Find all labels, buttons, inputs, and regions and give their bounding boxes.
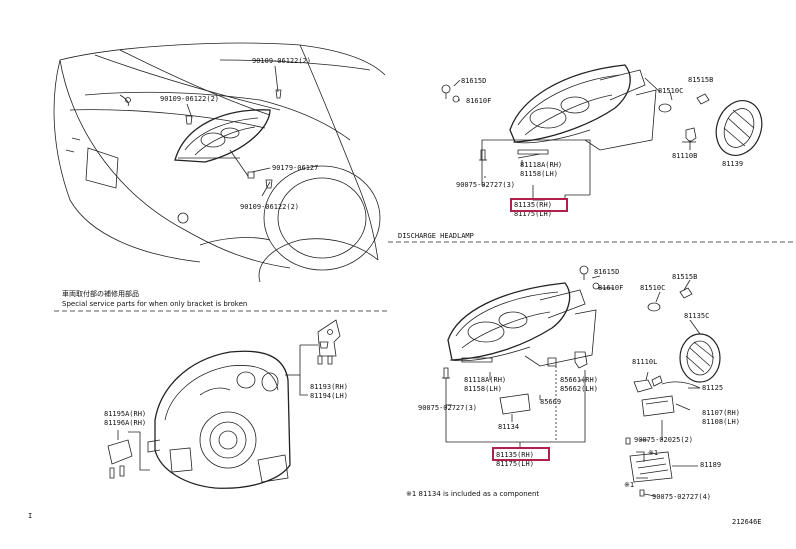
label-81615d-top: 81615D [461,77,487,85]
label-81135c: 81135C [684,312,710,320]
footnote: ※1 81134 is included as a component [406,490,540,498]
top-left-leaders [186,65,279,197]
label-81195a: 81195A(RH) [104,410,147,418]
discharge-leaders [445,275,701,497]
highlight-81135-bottom [492,447,550,461]
label-81615d-bottom: 81615D [594,268,620,276]
top-left-bolts [185,89,282,189]
label-81135-top: 81135(RH) [514,201,552,209]
label-90109-06122-bottom: 90109-06122(2) [240,203,300,211]
label-81118a-bottom: 81118A(RH) [464,376,507,384]
label-81158-top: 81158(LH) [520,170,558,178]
car-front-illustration [53,42,386,283]
label-x1-b: ※1 [624,481,635,489]
label-81193: 81193(RH) [310,383,348,391]
label-85661: 85661(RH) [560,376,598,384]
label-81108: 81108(LH) [702,418,740,426]
rear-headlamp-illustration [147,350,291,489]
label-90075-02727-4: 90075-02727(4) [652,493,712,501]
label-81107: 81107(RH) [702,409,740,417]
label-81110b: 81110B [672,152,698,160]
label-81158-bottom: 81158(LH) [464,385,502,393]
label-90109-06122-left: 90109-06122(2) [160,95,220,103]
label-90075-02727-top: 90075-02727(3) [456,181,516,189]
jp-heading: 車両取付部の補修用部品 [62,290,139,298]
label-90179-06127: 90179-06127 [272,164,319,172]
label-81125: 81125 [702,384,724,392]
label-81510c-bottom: 81510C [640,284,666,292]
label-90075-02025: 90075-02025(2) [634,436,694,444]
top-right-leaders [453,77,691,201]
label-81134: 81134 [498,423,520,431]
label-85662: 85662(LH) [560,385,598,393]
corner-mark: I [28,512,33,520]
label-81610f-top: 81610F [466,97,492,105]
label-81175-bottom: 81175(LH) [496,460,534,468]
top-right-headlamp-illustration [509,64,657,159]
label-81110l: 81110L [632,358,658,366]
label-90075-02727-3-bottom: 90075-02727(3) [418,404,478,412]
label-81515b-top: 81515B [688,76,714,84]
label-85669: 85669 [540,398,562,406]
label-x1-a: ※1 [648,449,659,457]
diagram-code: 212646E [732,518,762,526]
small-bracket-detail [107,430,150,479]
section-title-discharge-headlamp: DISCHARGE HEADLAMP [398,232,474,240]
label-81510c-top: 81510C [658,87,684,95]
highlight-81135-top [510,198,568,212]
label-81175-top: 81175(LH) [514,210,552,218]
label-81139: 81139 [722,160,744,168]
label-90109-06122-top: 90109-06122(2) [252,57,312,65]
label-81194: 81194(LH) [310,392,348,400]
service-note: Special service parts for when only brac… [62,300,248,308]
label-81515b-bottom: 81515B [672,273,698,281]
label-81610f-bottom: 81610F [598,284,624,292]
label-81118a-top: 81118A(RH) [520,161,563,169]
label-81196a: 81196A(RH) [104,419,147,427]
label-81135-bottom: 81135(RH) [496,451,534,459]
top-right-components [441,84,763,161]
bracket-detail [285,319,341,396]
label-81189: 81189 [700,461,722,469]
discharge-headlamp-illustration [447,282,597,367]
